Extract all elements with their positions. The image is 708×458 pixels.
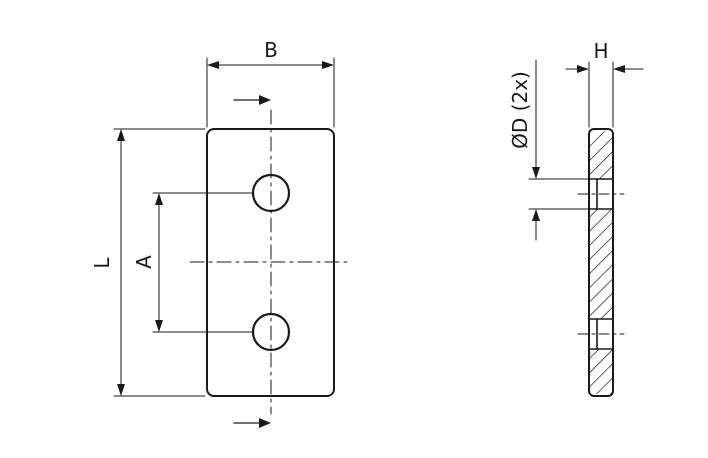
section-arrow-bottom [233, 418, 271, 428]
section-hatch-bottom [589, 349, 613, 394]
label-h: H [593, 39, 608, 63]
label-d: ØD (2x) [508, 71, 532, 149]
section-hatch-middle [589, 209, 613, 319]
dimension-l [113, 128, 206, 397]
plate-section-outline [588, 128, 614, 397]
front-view [113, 57, 351, 428]
dimension-a [152, 192, 254, 333]
side-view [528, 59, 644, 397]
dimension-d [528, 59, 594, 241]
section-arrow-top [233, 95, 271, 105]
dimension-h [565, 61, 644, 128]
label-a: A [132, 255, 156, 269]
label-l: L [90, 257, 114, 269]
label-b: B [264, 38, 278, 62]
dimension-b [206, 57, 335, 128]
section-hatch-top [589, 131, 613, 179]
lower-hole-section [588, 318, 614, 350]
